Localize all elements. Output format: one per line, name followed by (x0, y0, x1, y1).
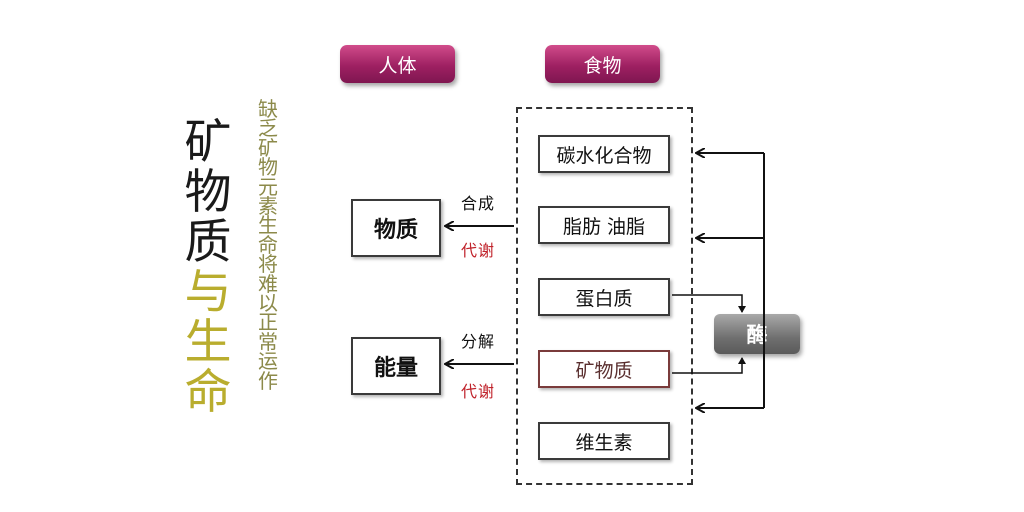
main-title: 矿物质 与生命 (178, 118, 238, 418)
title-char: 命 (184, 365, 232, 420)
food-item-vitamin: 维生素 (538, 422, 670, 460)
header-food: 食物 (545, 45, 660, 83)
enzyme-box: 酶 (714, 314, 800, 354)
output-material-box: 物质 (351, 199, 441, 257)
title-part-2: 与生命 (178, 268, 238, 418)
title-char: 生 (184, 315, 232, 370)
food-item-fat-oil: 脂肪 油脂 (538, 206, 670, 244)
title-char: 矿 (184, 115, 232, 170)
food-group-container (516, 107, 693, 485)
label-decomposition-metabolism: 代谢 (461, 382, 496, 401)
title-char: 物 (184, 165, 232, 220)
subtitle: 缺乏矿物元素生命将难以正常运作 (258, 97, 278, 393)
title-part-1: 矿物质 (178, 118, 238, 268)
title-char: 与 (184, 265, 232, 320)
arrow-mineral-to-enzyme (672, 357, 746, 374)
food-item-carbohydrate: 碳水化合物 (538, 135, 670, 173)
label-synthesis: 合成 (461, 194, 496, 213)
title-char: 质 (184, 215, 232, 270)
food-item-protein: 蛋白质 (538, 278, 670, 316)
food-item-mineral: 矿物质 (538, 350, 670, 388)
output-energy-box: 能量 (351, 337, 441, 395)
label-decomposition: 分解 (461, 332, 496, 351)
arrow-protein-to-enzyme (672, 294, 746, 313)
label-synthesis-metabolism: 代谢 (461, 241, 496, 260)
header-body: 人体 (340, 45, 455, 83)
